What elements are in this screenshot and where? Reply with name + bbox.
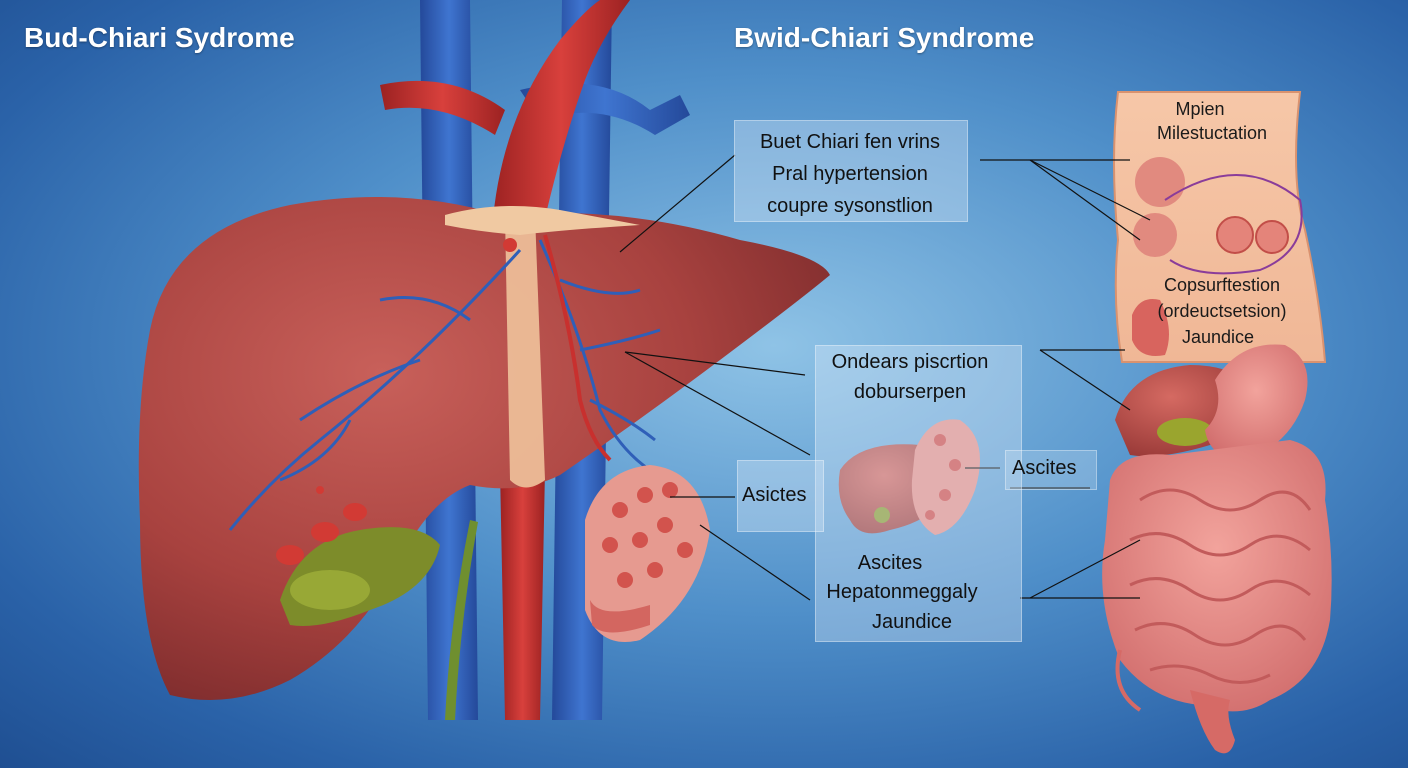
liver-main bbox=[138, 197, 830, 700]
inset-title-line-1: Mpien bbox=[1175, 99, 1225, 119]
small-intestine-cluster bbox=[911, 419, 980, 535]
bottom-list-ascites: Ascites bbox=[857, 552, 923, 574]
inset-lower-line-2: (ordeuctsetsion) bbox=[1157, 301, 1287, 321]
stomach bbox=[1205, 344, 1308, 460]
aorta bbox=[380, 0, 630, 720]
callout-box-ascites-right bbox=[1005, 450, 1097, 490]
bottom-list-hepatomegaly: Hepatonmeggaly bbox=[826, 581, 978, 603]
callout-box-top bbox=[734, 120, 968, 222]
intestines bbox=[1102, 440, 1332, 754]
callout-middle-line-2: doburserpen bbox=[853, 381, 967, 403]
callout-middle-line-1: Ondears piscrtion bbox=[831, 351, 989, 373]
bottom-list-jaundice: Jaundice bbox=[871, 611, 953, 633]
tissue-inset-panel bbox=[1113, 91, 1327, 363]
callout-box-middle bbox=[815, 345, 1022, 642]
inset-lower-line-3: Jaundice bbox=[1181, 327, 1255, 347]
title-left: Bud-Chiari Sydrome bbox=[24, 22, 295, 53]
inset-title-line-2: Milestuctation bbox=[1156, 123, 1268, 143]
callout-lines bbox=[619, 154, 1151, 601]
inset-lower-line-1: Copsurftestion bbox=[1163, 275, 1281, 295]
label-ascites-right: Ascites bbox=[1012, 457, 1077, 479]
callout-top-line-3: coupre sysonstlion bbox=[767, 195, 933, 217]
bile-duct bbox=[445, 520, 478, 720]
callout-top-line-2: Pral hypertension bbox=[772, 163, 928, 185]
label-asictes: Asictes bbox=[742, 484, 807, 506]
title-right: Bwid-Chiari Syndrome bbox=[734, 22, 1035, 53]
callout-top-line-1: Buet Chiari fen vrins bbox=[759, 131, 941, 153]
renal-cluster bbox=[585, 465, 710, 642]
callout-box-asictes bbox=[737, 460, 824, 532]
